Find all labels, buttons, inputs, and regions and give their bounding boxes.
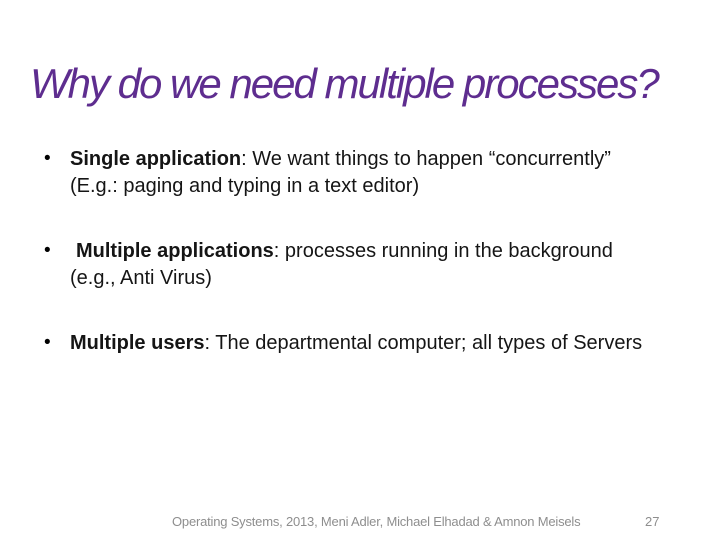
bullet-item-multiple-users: • Multiple users: The departmental comput… [44,330,704,357]
bullet-second-line: (e.g., Anti Virus) [70,267,212,289]
slide-title: Why do we need multiple processes? [30,60,660,108]
bullet-second-line: (E.g.: paging and typing in a text edito… [70,175,420,197]
bullet-marker: • [44,240,51,261]
bullet-text: : We want things to happen “concurrently… [241,148,611,170]
bullet-marker: • [44,332,51,353]
bullet-bold-label: Single application [70,148,242,170]
bullet-bold-label: Multiple users [70,332,205,354]
footer-credits: Operating Systems, 2013, Meni Adler, Mic… [172,514,581,529]
bullet-list: • Single application: We want things to h… [44,146,704,395]
bullet-bold-label: Multiple applications [76,240,274,262]
bullet-item-single-application: • Single application: We want things to h… [44,146,704,200]
bullet-marker: • [44,148,51,169]
bullet-item-multiple-applications: • Multiple applications: processes runnin… [44,238,704,292]
bullet-text: : The departmental computer; all types o… [204,332,643,354]
bullet-text: : processes running in the background [273,240,613,262]
page-number: 27 [645,514,660,529]
